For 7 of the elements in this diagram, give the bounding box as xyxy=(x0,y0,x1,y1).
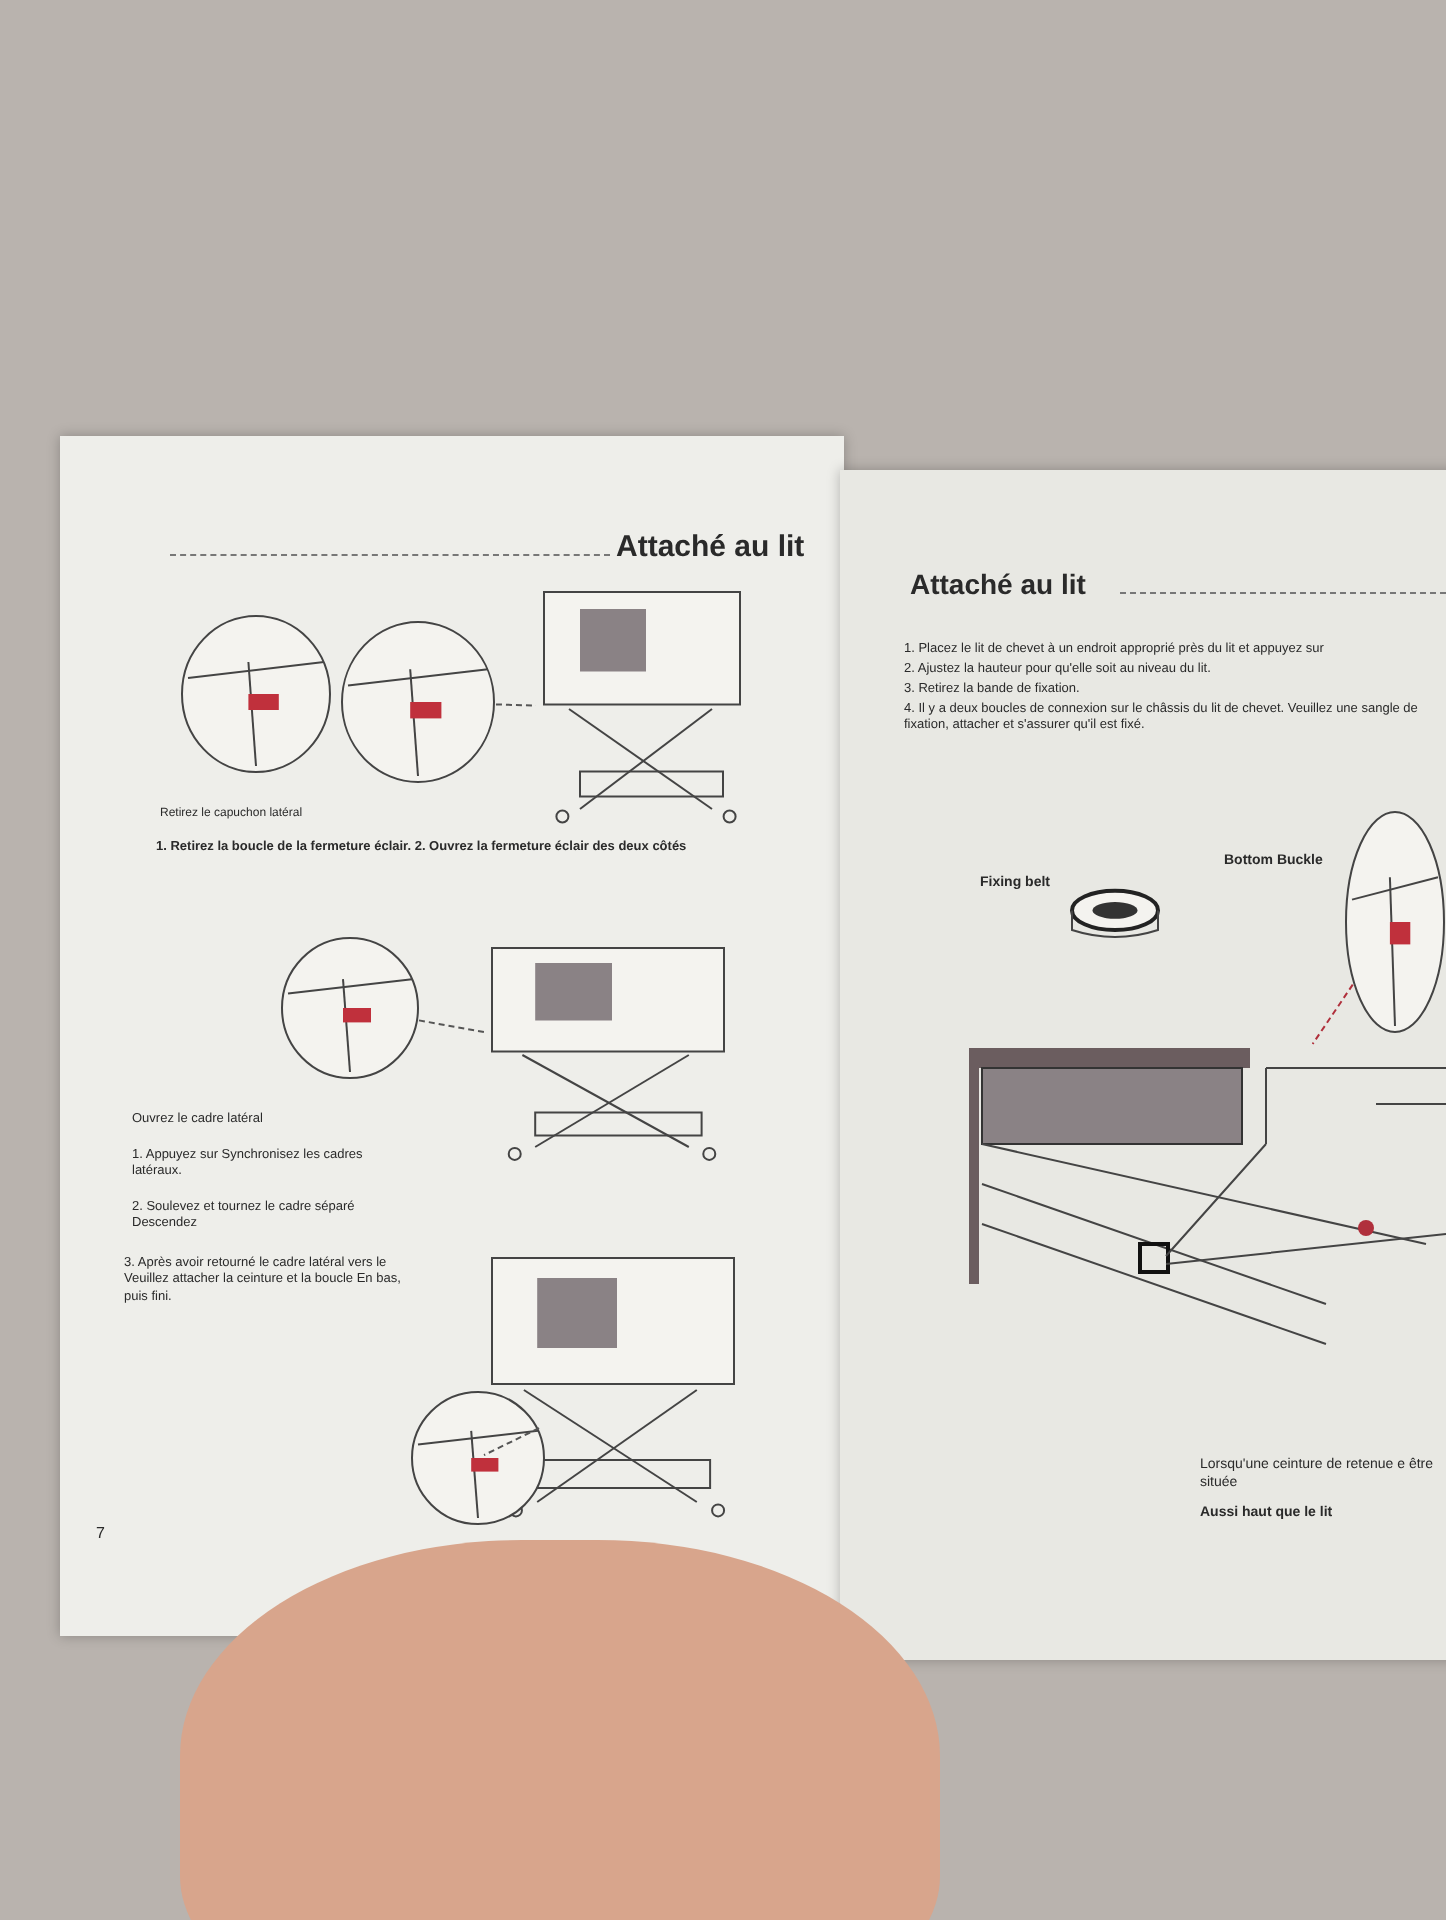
leader-line xyxy=(494,703,537,707)
section-heading: Attaché au lit xyxy=(616,528,807,567)
leader-line xyxy=(1311,983,1354,1045)
leader-line xyxy=(483,1427,541,1457)
leader-line xyxy=(417,1019,485,1034)
instruction-text: 7 xyxy=(96,1524,107,1545)
section-heading: Attaché au lit xyxy=(910,566,1088,603)
